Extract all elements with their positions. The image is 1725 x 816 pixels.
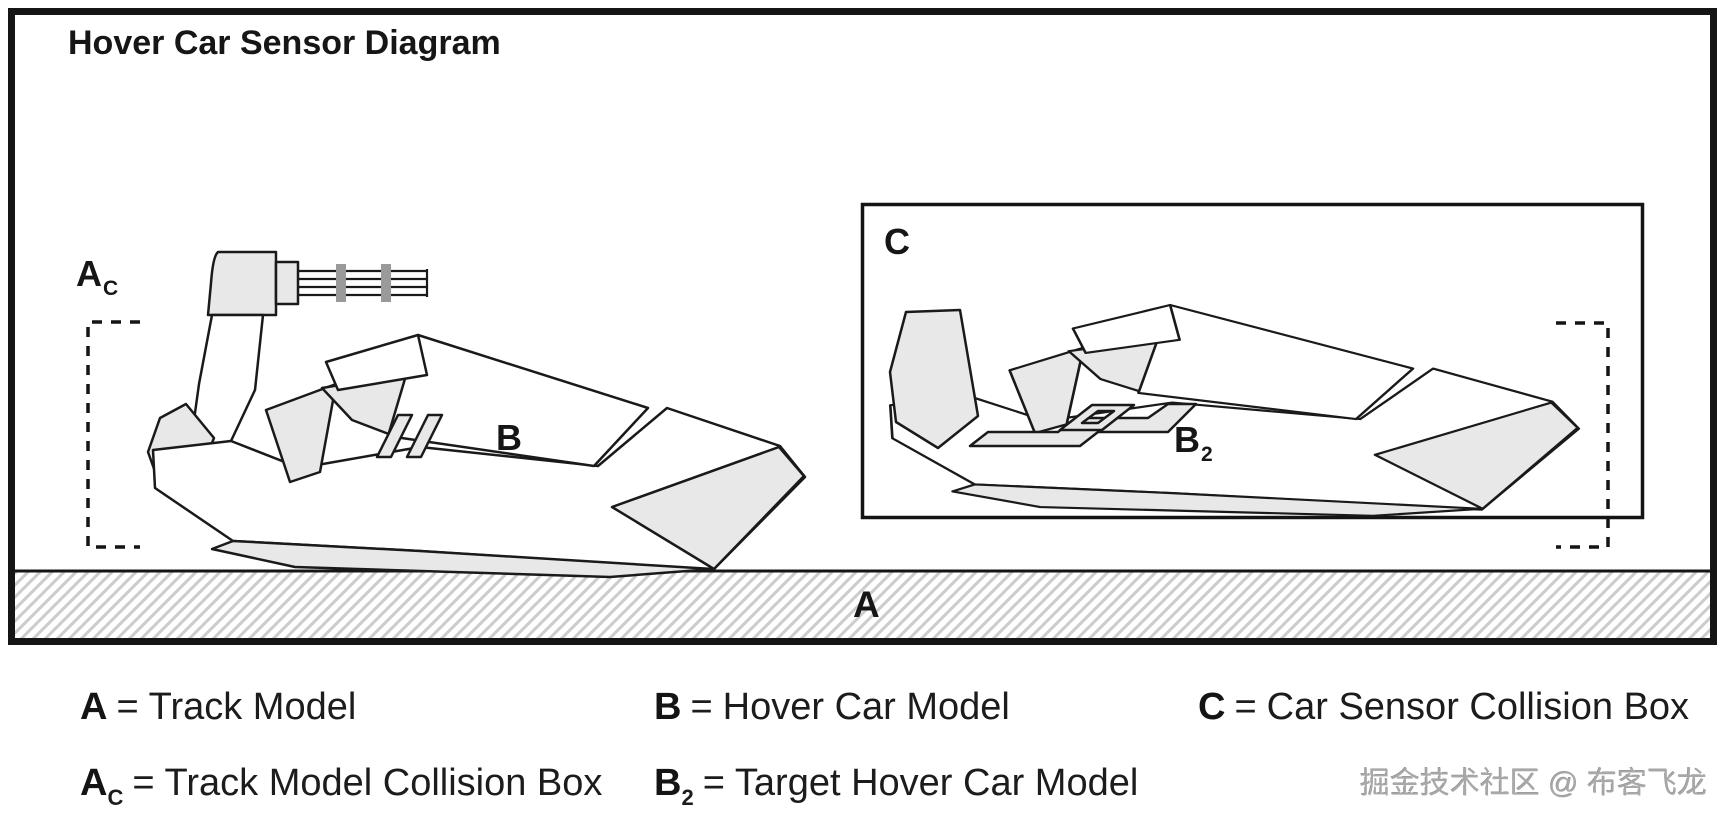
legend-equals: = xyxy=(116,686,139,728)
label-target-car-sub: 2 xyxy=(1201,443,1213,466)
track-collision-bracket-right xyxy=(1556,321,1610,549)
page-title: Hover Car Sensor Diagram xyxy=(68,24,501,62)
cockpit-shade xyxy=(264,382,338,484)
nose-shade xyxy=(610,445,806,571)
legend-symbol: B xyxy=(654,686,682,728)
legend-item-car-sensor-collision-box: C=Car Sensor Collision Box xyxy=(1198,686,1689,729)
turret-muzzle xyxy=(274,260,300,306)
canopy-front-window xyxy=(324,333,429,392)
rear-fin xyxy=(888,308,980,450)
legend-equals: = xyxy=(702,762,725,804)
gun-barrels xyxy=(298,264,429,302)
label-track-collision-sub: C xyxy=(103,277,119,300)
legend-item-target-hover-car-model: B2 =Target Hover Car Model xyxy=(654,762,1138,811)
legend-definition: Track Model xyxy=(148,686,357,728)
legend-symbol: C xyxy=(1198,686,1226,728)
label-track: A xyxy=(853,584,880,625)
skid-plate xyxy=(951,483,1483,517)
legend-equals: = xyxy=(690,686,713,728)
legend-symbol: A xyxy=(80,686,108,728)
target-hover-car-drawing xyxy=(888,303,1581,517)
side-emblem-diamond xyxy=(1058,403,1136,432)
legend-symbol: B xyxy=(654,762,682,804)
legend-definition: Track Model Collision Box xyxy=(164,762,603,804)
label-track-collision-box: AC xyxy=(76,253,119,300)
barrel-clamp xyxy=(336,264,346,302)
legend-definition: Hover Car Model xyxy=(722,686,1010,728)
legend-symbol-sub: C xyxy=(107,785,124,810)
label-hover-car: B xyxy=(496,417,522,458)
legend-definition: Target Hover Car Model xyxy=(734,762,1139,804)
legend-item-hover-car-model: B=Hover Car Model xyxy=(654,686,1010,729)
hover-car-b-drawing xyxy=(146,250,807,579)
legend-item-track-model: A=Track Model xyxy=(80,686,356,729)
label-sensor-box: C xyxy=(884,221,910,262)
canopy xyxy=(386,333,650,468)
label-track-collision-main: A xyxy=(76,253,102,294)
side-stripe xyxy=(405,413,444,459)
turret-shape xyxy=(206,250,278,317)
legend-equals: = xyxy=(1234,686,1257,728)
legend-symbol: A xyxy=(80,762,108,804)
side-stripe xyxy=(375,413,414,459)
legend-equals: = xyxy=(132,762,155,804)
skid-plate xyxy=(210,539,715,579)
barrel-clamp xyxy=(381,264,391,302)
track-collision-bracket-left xyxy=(86,320,140,549)
legend-item-track-model-collision-box: AC =Track Model Collision Box xyxy=(80,762,602,811)
label-target-car: B2 xyxy=(1174,419,1213,466)
canopy xyxy=(1137,303,1415,421)
nose-shade xyxy=(1373,401,1580,510)
canopy-front-window xyxy=(1071,303,1181,354)
watermark: 掘金技术社区 @ 布客飞龙 xyxy=(1359,767,1707,800)
legend-definition: Car Sensor Collision Box xyxy=(1266,686,1690,728)
label-target-car-main: B xyxy=(1174,419,1200,460)
legend-symbol-sub: 2 xyxy=(681,785,694,810)
track-band xyxy=(15,569,1710,638)
